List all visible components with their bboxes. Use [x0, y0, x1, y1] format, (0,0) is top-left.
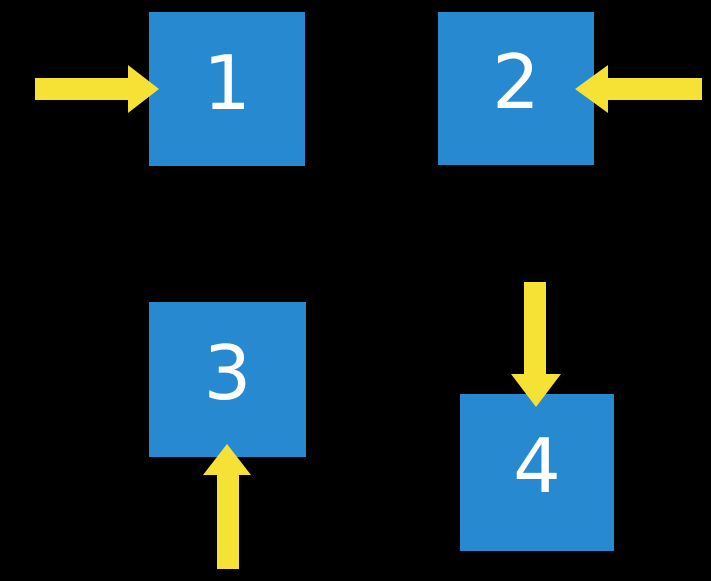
arrow-up-shaft [217, 475, 239, 569]
arrow-up-head-icon [203, 444, 251, 475]
arrow-right-head-icon [128, 65, 159, 113]
arrow-left-shaft [608, 78, 702, 100]
box-2-label: 2 [492, 38, 540, 126]
box-2: 2 [438, 12, 594, 165]
box-3-label: 3 [203, 329, 252, 417]
box-1-label: 1 [203, 38, 251, 127]
arrow-down-shaft [524, 282, 546, 374]
arrow-right-into-box-1 [35, 65, 159, 113]
arrow-down-head-icon [511, 374, 561, 407]
arrow-down-into-box-4 [511, 282, 561, 407]
arrow-right-shaft [35, 78, 128, 100]
box-1: 1 [149, 12, 305, 166]
box-4: 4 [460, 394, 614, 551]
box-4-label: 4 [513, 422, 561, 510]
arrow-up-into-box-3 [203, 444, 252, 569]
box-3: 3 [149, 302, 306, 457]
arrow-left-head-icon [575, 65, 608, 113]
arrow-left-into-box-2 [575, 65, 702, 113]
